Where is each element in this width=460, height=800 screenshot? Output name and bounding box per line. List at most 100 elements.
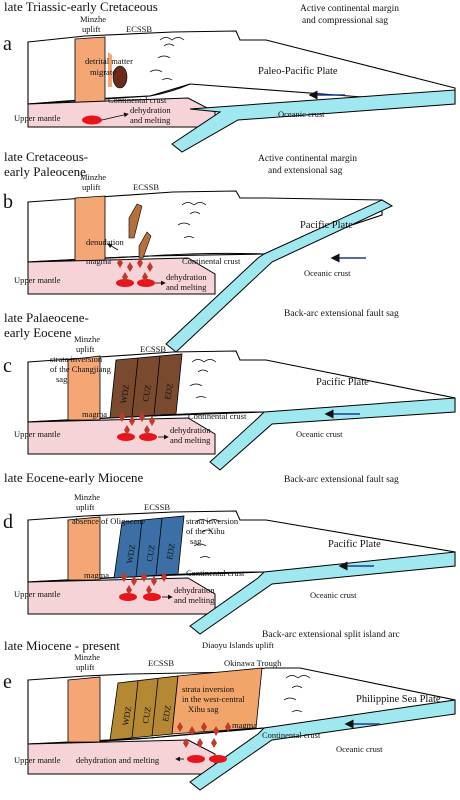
panel-e-magma-drops [177,722,231,748]
panel-b-melt-blob-1 [116,279,134,287]
panel-a-upper-mantle-label: Upper mantle [14,113,61,123]
panel-e-melt-blob-2 [209,755,227,763]
panel-a-basin-fill [112,65,128,89]
panel-b-magma-drops [117,258,153,282]
panel-b-melt-label-1: dehydration [166,272,207,282]
panel-a-oceanic-crust: Oceanic crust [278,109,325,119]
panel-b-denudation-arrow [107,243,119,251]
panel-a-uplift-sliver [108,52,112,87]
panel-e-slab [189,699,456,791]
panel-c-plate-label: Pacific Plate [316,377,369,388]
panel-d-uplift-label-1: Minzhe [74,492,100,502]
panel-e-note-magma: magma [232,720,257,730]
panel-d-note-magma: magma [84,570,109,580]
panel-c-zone-cuz: CUZ [140,384,153,402]
panel-b-uplift-label-2: uplift [82,182,101,192]
panel-a-letter: a [3,33,12,55]
panel-b-letter: b [3,191,13,213]
panel-c-upper-mantle-label: Upper mantle [14,429,61,439]
panel-d-note-2: strata inversion [186,516,239,526]
panel-c-fold-symbols [189,359,217,399]
panel-e-uplift-label-2: uplift [76,662,95,672]
panel-e-melt-blob-1 [187,755,205,763]
panel-e-note-diaoyu: Diaoyu Islands uplift [202,640,274,650]
panel-d-title: late Eocene-early Miocene [4,470,144,485]
panel-b-upper-mantle-label: Upper mantle [14,275,61,285]
panel-b-minzhe-uplift [74,195,106,263]
panel-d-zone-wdz: WDZ [124,544,137,565]
panel-b-basin-fill-2 [138,231,152,259]
panel-a-fold-symbols [149,37,185,81]
panel-e-letter: e [3,671,12,693]
panel-e-title: late Miocene - present [4,638,120,653]
panel-d-fault-1 [135,519,143,578]
panel-e-trough-fill [171,667,263,735]
panel-c-letter: c [3,355,12,377]
panel-d: late Eocene-early Miocene Back-arc exten… [3,470,456,635]
panel-b-melt-blob-2 [137,279,155,287]
panel-d-letter: d [3,511,13,533]
panel-c-fault-1 [131,357,139,417]
panel-e-note-inversion-1: strata inversion [182,684,235,694]
panel-a-continental-base [27,83,191,105]
panel-d-upper-mantle-label: Upper mantle [14,589,61,599]
panel-b-title-line2: early Paleocene [4,164,86,179]
panel-d-zone-edz: EDZ [164,542,177,560]
panel-d-fault-2 [155,517,163,576]
panel-d-melt-label-1: dehydration [174,585,215,595]
panel-e-upper-mantle-label: Upper mantle [14,755,61,765]
panel-a-melt-arrow [101,112,129,121]
panel-b-uplift-label-1: Minzhe [80,172,106,182]
panel-c-melt-label-2: and melting [170,435,211,445]
panel-a-plate-label: Paleo-Pacific Plate [258,66,338,77]
panel-b-plate-label: Pacific Plate [300,220,353,231]
panel-a-note-1: detrital matter [85,56,133,66]
panel-a-uplift-label-2: uplift [82,24,101,34]
panel-d-note-3: of the Xihu [186,526,225,536]
panel-e-zone-wdz: WDZ [120,706,133,727]
panel-e-fault-2 [151,678,159,737]
panel-c-slab [209,397,456,471]
panel-a-note-2: migrate [90,67,116,77]
panel-e-zone-edz: EDZ [160,704,173,722]
panel-d-continental-crust: Continental crust [186,568,245,578]
panel-b: late Cretaceous- early Paleocene Active … [3,149,394,353]
panel-e-note-okinawa: Okinawa Trough [224,658,282,668]
panel-c-basin-label: ECSSB [140,344,166,354]
panel-a-slab [171,89,456,153]
panel-a-uplift-label-1: Minzhe [80,14,106,24]
panel-c-uplift-label-2: uplift [76,344,95,354]
panel-d-plate-label: Pacific Plate [328,539,381,550]
panel-e-basin-label: ECSSB [148,658,174,668]
panel-b-note-magma: magma [86,256,111,266]
panel-c-melt-blob-1 [117,433,135,441]
panel-e-minzhe-uplift [67,676,101,743]
panel-c-note-magma: magma [82,409,107,419]
panel-a-basin-label: ECSSB [126,24,152,34]
panel-c: late Palaeocene- early Eocene Back-arc e… [3,308,456,471]
panel-e-uplift-label-1: Minzhe [74,652,100,662]
panel-b-basin-fill-1 [128,203,143,239]
panel-b-title-line1: late Cretaceous- [4,149,88,164]
panel-d-uplift-label-2: uplift [76,502,95,512]
panel-e-note-inversion-3: Xihu sag [188,704,219,714]
panel-c-note-2: of the Changjiang [50,364,112,374]
panel-c-setting: Back-arc extensional fault sag [284,308,399,319]
panel-e-melt-label: dehydration and melting [76,755,160,765]
panel-a-melt-label-2: and melting [130,115,171,125]
panel-c-melt-label-1: dehydration [170,425,211,435]
panel-b-slab [165,199,394,353]
panel-d-basin-fill [113,515,185,579]
panel-b-melt-label-2: and melting [166,282,207,292]
panel-b-basin-label: ECSSB [133,182,159,192]
panel-d-zone-cuz: CUZ [144,544,157,562]
panel-c-title-line1: late Palaeocene- [4,310,89,325]
panel-d-oceanic-crust: Oceanic crust [310,590,357,600]
panel-d-slab [189,551,456,635]
panel-c-note-3: sag [56,374,68,384]
panel-b-upper-mantle [27,257,216,295]
panel-a-melt-blob [82,115,102,125]
panel-e-fold-symbols [283,675,311,713]
panel-e-note-inversion-2: in the west-central [182,694,245,704]
